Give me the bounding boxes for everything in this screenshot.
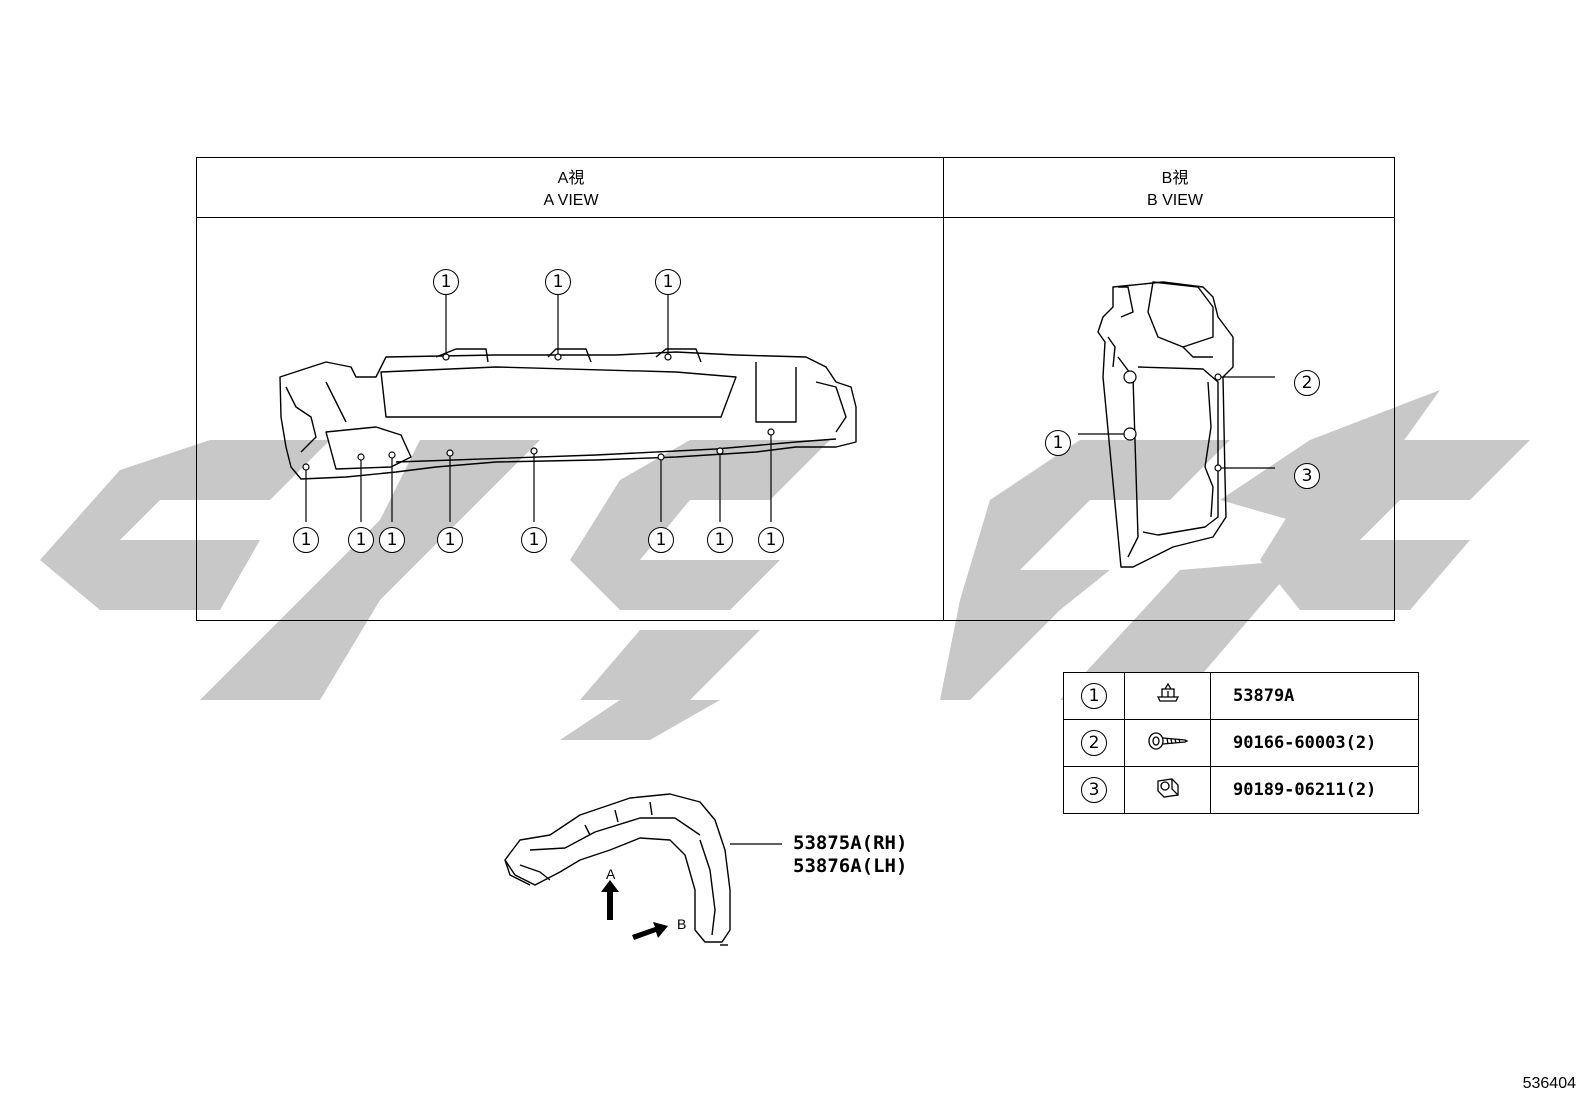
a-view-title-jp: A視: [557, 170, 585, 187]
fender-liner-drawing: [504, 793, 782, 946]
b-view-title-jp: B視: [1161, 170, 1189, 187]
legend-key-1: 1: [1081, 683, 1107, 709]
legend-key-3: 3: [1081, 777, 1107, 803]
legend-row: 2 90166-60003(2): [1063, 719, 1419, 767]
legend-row: 1 53879A: [1063, 672, 1419, 720]
a-callout-top-2: 1: [545, 269, 571, 295]
legend-part-1: 53879A: [1210, 672, 1419, 720]
a-view-title: A視 A VIEW: [496, 168, 646, 212]
clip-icon: [1156, 682, 1179, 702]
a-callout-bottom-7: 1: [707, 527, 733, 553]
screw-icon: [1147, 731, 1188, 750]
legend-key-2: 2: [1081, 730, 1107, 756]
nut-icon: [1156, 777, 1179, 798]
a-callout-bottom-5: 1: [521, 527, 547, 553]
b-view-title-en: B VIEW: [1146, 192, 1203, 209]
a-view-drawing: [279, 292, 857, 522]
a-callout-bottom-6: 1: [648, 527, 674, 553]
a-callout-bottom-8: 1: [758, 527, 784, 553]
views-header-line: [196, 217, 1395, 218]
part-number-lh: 53876A(LH): [793, 855, 908, 877]
legend-part-2: 90166-60003(2): [1210, 719, 1419, 767]
b-view-title: B視 B VIEW: [1100, 168, 1250, 212]
a-callout-bottom-2: 1: [348, 527, 374, 553]
a-callout-top-1: 1: [433, 269, 459, 295]
fastener-legend-table: 1 53879A 2: [1063, 672, 1419, 814]
b-callout-2: 2: [1294, 370, 1320, 396]
b-callout-3: 3: [1294, 463, 1320, 489]
views-divider: [943, 157, 944, 621]
b-view-drawing: [1078, 281, 1275, 568]
a-callout-bottom-3: 1: [379, 527, 405, 553]
legend-row: 3 90189-06211(2): [1063, 766, 1419, 814]
diagram-id: 536404: [1522, 1075, 1576, 1092]
part-number-rh: 53875A(RH): [793, 832, 908, 854]
a-callout-bottom-4: 1: [437, 527, 463, 553]
views-frame: [196, 157, 1395, 621]
arrow-b-label: B: [677, 916, 687, 932]
a-callout-top-3: 1: [655, 269, 681, 295]
a-callout-bottom-1: 1: [293, 527, 319, 553]
a-view-title-en: A VIEW: [543, 192, 599, 209]
legend-part-3: 90189-06211(2): [1210, 766, 1419, 814]
arrow-a-label: A: [606, 866, 616, 882]
b-callout-1: 1: [1045, 430, 1071, 456]
